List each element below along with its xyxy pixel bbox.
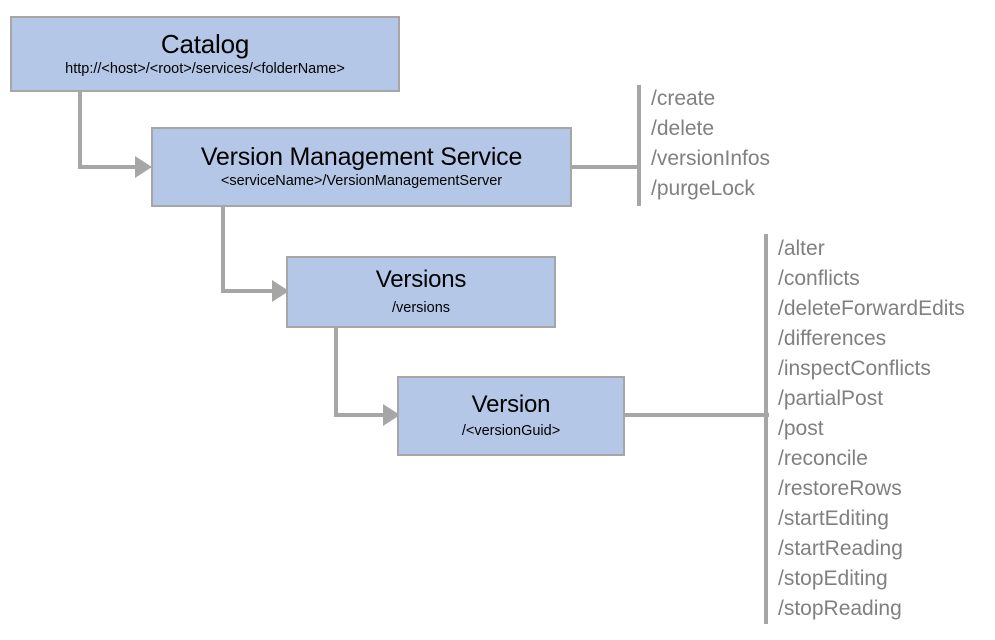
endpoint-list-service-operations: /create /delete /versionInfos /purgeLock (651, 84, 770, 204)
node-catalog[interactable]: Catalog http://<host>/<root>/services/<f… (10, 16, 400, 92)
connector-vms-versions-vertical (221, 206, 225, 293)
bracket-service-operations (637, 85, 641, 206)
node-version-management-service[interactable]: Version Management Service <serviceName>… (151, 127, 572, 207)
endpoint-item[interactable]: /differences (778, 327, 887, 350)
arrowhead-versions-to-version (383, 404, 400, 426)
node-vms-title: Version Management Service (200, 143, 523, 172)
endpoint-item[interactable]: /purgeLock (651, 177, 755, 200)
endpoint-item[interactable]: /reconcile (778, 447, 868, 470)
connector-versions-version-horizontal (334, 413, 392, 417)
connector-vms-versions-horizontal (221, 289, 281, 293)
bracket-version-operations (764, 234, 768, 624)
endpoint-item[interactable]: /stopReading (778, 597, 902, 620)
connector-catalog-vms-vertical (78, 91, 82, 167)
connector-versions-version-vertical (334, 327, 338, 417)
endpoint-item[interactable]: /stopEditing (778, 567, 888, 590)
node-vms-subtitle: <serviceName>/VersionManagementServer (220, 173, 503, 190)
connector-version-operations (624, 413, 769, 417)
endpoint-item[interactable]: /post (778, 417, 824, 440)
node-versions-subtitle: /versions (391, 300, 451, 317)
endpoint-item[interactable]: /create (651, 87, 716, 110)
endpoint-item[interactable]: /alter (778, 237, 825, 260)
node-versions-title: Versions (375, 266, 467, 294)
endpoint-item[interactable]: /startReading (778, 537, 903, 560)
node-catalog-subtitle: http://<host>/<root>/services/<folderNam… (65, 60, 345, 77)
arrowhead-vms-to-versions (272, 280, 289, 302)
endpoint-item[interactable]: /versionInfos (651, 147, 771, 170)
connector-catalog-vms-horizontal (78, 165, 140, 169)
arrowhead-catalog-to-vms (135, 156, 152, 178)
endpoint-list-version-operations: /alter /conflicts /deleteForwardEdits /d… (778, 234, 965, 624)
node-version[interactable]: Version /<versionGuid> (397, 376, 625, 456)
node-version-title: Version (471, 391, 551, 419)
endpoint-item[interactable]: /deleteForwardEdits (778, 297, 965, 320)
endpoint-item[interactable]: /partialPost (778, 387, 884, 410)
endpoint-item[interactable]: /conflicts (778, 267, 860, 290)
connector-vms-operations (571, 165, 641, 169)
endpoint-item[interactable]: /delete (651, 117, 715, 140)
endpoint-item[interactable]: /restoreRows (778, 477, 902, 500)
node-versions[interactable]: Versions /versions (286, 256, 556, 328)
node-version-subtitle: /<versionGuid> (461, 423, 561, 440)
endpoint-item[interactable]: /startEditing (778, 507, 889, 530)
node-catalog-title: Catalog (160, 28, 250, 59)
endpoint-item[interactable]: /inspectConflicts (778, 357, 931, 380)
